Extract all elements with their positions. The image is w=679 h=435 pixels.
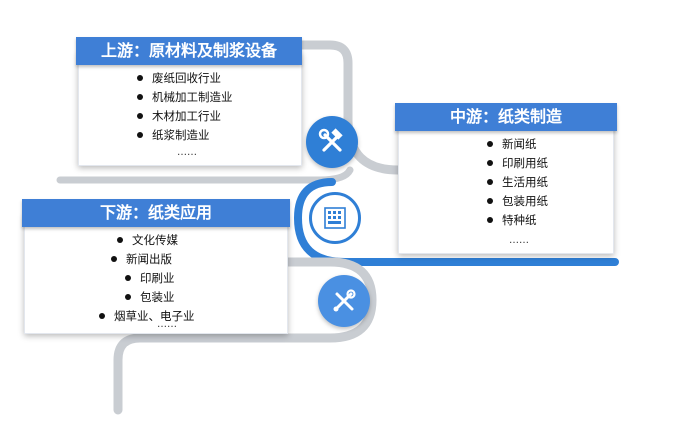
hammer-wrench-icon (306, 116, 358, 168)
list-item: 包装用纸 (487, 192, 548, 211)
list-item: 印刷用纸 (487, 154, 548, 173)
midstream-list: 新闻纸 印刷用纸 生活用纸 包装用纸 特种纸 (487, 135, 548, 230)
list-item: 特种纸 (487, 211, 548, 230)
wrench-screwdriver-icon (318, 275, 370, 327)
list-item: 新闻纸 (487, 135, 548, 154)
factory-panel-icon (309, 192, 361, 244)
list-item: 烟草业、电子业 (99, 307, 195, 326)
list-item: 新闻出版 (99, 250, 195, 269)
connector-upstream (295, 40, 415, 175)
list-item: 纸浆制造业 (137, 126, 233, 145)
list-item: 包装业 (99, 288, 195, 307)
connector-downstream (113, 257, 377, 415)
list-item: 废纸回收行业 (137, 69, 233, 88)
midstream-more: …… (509, 235, 529, 246)
list-item: 机械加工制造业 (137, 88, 233, 107)
downstream-more: …… (157, 319, 177, 330)
downstream-box: 下游：纸类应用 文化传媒 新闻出版 印刷业 包装业 烟草业、电子业 …… (22, 199, 290, 334)
midstream-box: 中游：纸类制造 新闻纸 印刷用纸 生活用纸 包装用纸 特种纸 …… (395, 103, 617, 254)
midstream-title: 中游：纸类制造 (395, 103, 617, 131)
upstream-title: 上游：原材料及制浆设备 (76, 37, 302, 65)
upstream-list: 废纸回收行业 机械加工制造业 木材加工行业 纸浆制造业 (137, 69, 233, 145)
list-item: 生活用纸 (487, 173, 548, 192)
upstream-box: 上游：原材料及制浆设备 废纸回收行业 机械加工制造业 木材加工行业 纸浆制造业 … (76, 37, 302, 166)
list-item: 文化传媒 (99, 231, 195, 250)
upstream-more: …… (177, 147, 197, 158)
list-item: 印刷业 (99, 269, 195, 288)
list-item: 木材加工行业 (137, 107, 233, 126)
downstream-title: 下游：纸类应用 (22, 199, 290, 227)
connector-upstream-bottom (56, 166, 354, 184)
downstream-list: 文化传媒 新闻出版 印刷业 包装业 烟草业、电子业 (99, 231, 195, 326)
